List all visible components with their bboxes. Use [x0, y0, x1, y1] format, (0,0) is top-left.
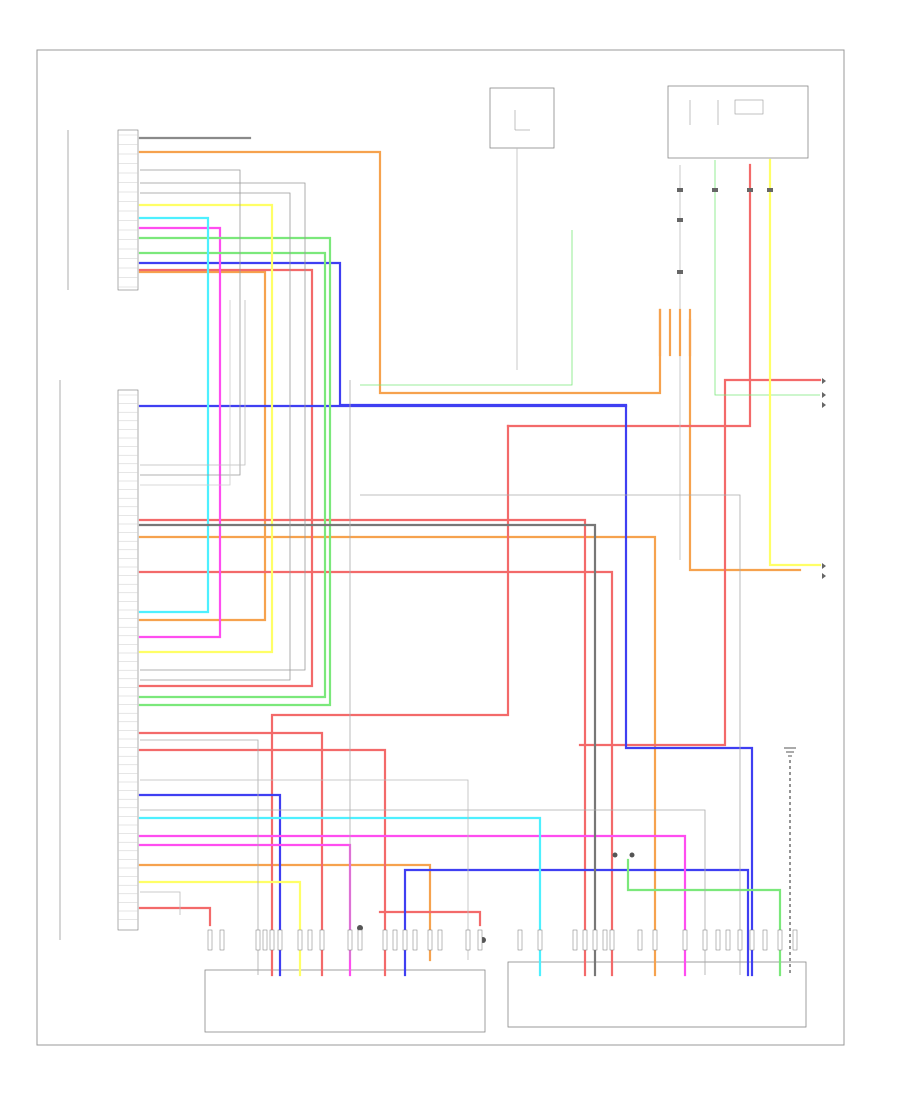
bottom-pin-box [652, 929, 658, 951]
bottom-pin-box [602, 929, 608, 951]
bottom-pin-box [357, 929, 363, 951]
bottom-pin-box [777, 929, 783, 951]
wire-green-2 [138, 251, 327, 699]
bottom-pin-box [637, 929, 643, 951]
bottom-pin-box [749, 929, 755, 951]
wire-red-1 [138, 518, 587, 977]
splice-icon [629, 852, 635, 858]
bottom-pin-box [609, 929, 615, 951]
wire-red-9 [138, 906, 212, 927]
wire-gray-9 [360, 494, 741, 975]
bottom-pin-box [402, 929, 408, 951]
bottom-pin-box [347, 929, 353, 951]
fuse-box-b [667, 85, 809, 159]
wire-red-7 [138, 748, 387, 977]
bottom-pin-box [382, 929, 388, 951]
wire-red-6 [138, 731, 324, 977]
splice-icon [612, 852, 618, 858]
bottom-pin-box [477, 929, 483, 951]
left-upper-connector [117, 129, 139, 291]
bottom-pin-box [792, 929, 798, 951]
bottom-pin-box [572, 929, 578, 951]
wire-orange-4 [688, 318, 802, 572]
bottom-pin-box [307, 929, 313, 951]
bottom-pin-box [427, 929, 433, 951]
bottom-pin-box [537, 929, 543, 951]
bottom-pin-box [262, 929, 268, 951]
bottom-pin-box [297, 929, 303, 951]
fuse-box-a-contents [514, 110, 530, 131]
bottom-pin-boxes [207, 929, 798, 951]
bottom-pin-box [702, 929, 708, 951]
wire-gray-2 [138, 523, 597, 977]
wire-gray-14 [140, 300, 231, 486]
bottom-pin-box [715, 929, 721, 951]
wire-yellow-3 [768, 158, 822, 567]
bottom-pin-box [682, 929, 688, 951]
wire-red-5 [270, 424, 510, 977]
wire-blue-3 [138, 793, 282, 977]
wire-yellow-1 [138, 203, 274, 654]
wire-red-2 [138, 570, 614, 977]
fuse-box-a [489, 87, 555, 149]
wire-gray-13 [140, 300, 246, 466]
bottom-pin-box [219, 929, 225, 951]
splice-icon [357, 925, 363, 931]
bottom-pin-box [517, 929, 523, 951]
bottom-pin-box [412, 929, 418, 951]
bottom-pin-box [725, 929, 731, 951]
bottom-pin-box [737, 929, 743, 951]
bottom-pin-box [319, 929, 325, 951]
bottom-pin-box [437, 929, 443, 951]
wire-gray-11 [140, 891, 181, 915]
wire-gray-7 [140, 809, 706, 975]
bottom-pin-box [255, 929, 261, 951]
wire-orange-5 [138, 863, 432, 962]
ground-icon [784, 747, 796, 757]
wire-orange-3 [138, 270, 267, 622]
diagram-frame [36, 49, 845, 1046]
audio-unit-connector [117, 389, 139, 931]
wire-magenta-2 [138, 834, 687, 977]
wire-red-8 [578, 378, 822, 747]
wire-gray-5 [140, 192, 291, 681]
wire-gray-3 [140, 169, 241, 476]
wire-blue-4 [403, 868, 750, 977]
wire-gray-4 [140, 182, 306, 671]
bottom-pin-box [762, 929, 768, 951]
wire-orange-2 [138, 535, 657, 977]
lower-pin-stubs [118, 394, 138, 920]
wire-yellow-2 [138, 880, 302, 977]
wire-gray-8 [140, 739, 259, 975]
wire-magenta-1 [138, 226, 222, 639]
right-arrows [822, 378, 826, 579]
wire-bundle [138, 136, 822, 977]
bottom-pin-box [465, 929, 471, 951]
wire-green-3 [626, 858, 782, 977]
wire-cyan-1 [138, 216, 210, 614]
bottom-pin-box [392, 929, 398, 951]
wire-red-3 [138, 268, 314, 688]
bottom-pin-box [269, 929, 275, 951]
bottom-pin-box [277, 929, 283, 951]
wire-cyan-2 [138, 816, 542, 977]
bottom-connector-left [204, 969, 486, 1033]
wire-green-5 [714, 160, 820, 396]
bottom-pin-box [582, 929, 588, 951]
wire-green-4 [360, 230, 573, 386]
wire-gray-10 [140, 779, 469, 960]
upper-pin-stubs [118, 134, 138, 288]
connector-icon [677, 188, 773, 274]
bottom-connector-right [507, 961, 807, 1028]
bottom-pin-box [592, 929, 598, 951]
wire-red-4 [506, 163, 752, 428]
fuse-box-b-contents [689, 99, 764, 125]
wire-green-1 [138, 236, 332, 707]
wire-red-10 [378, 910, 482, 927]
bottom-pin-box [207, 929, 213, 951]
wire-orange-1 [138, 150, 662, 395]
